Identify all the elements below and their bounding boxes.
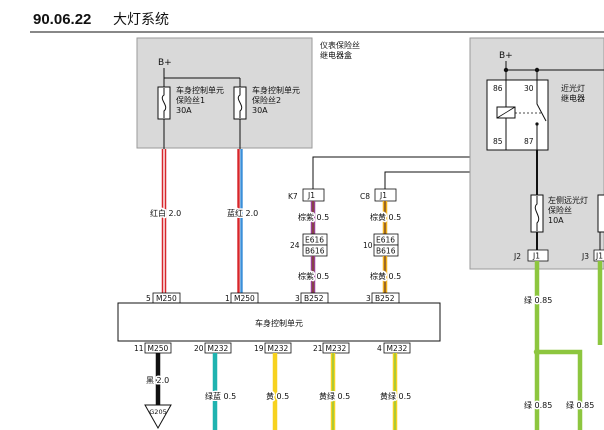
wire-label-k7-upper: 棕紫 0.5 [298,212,329,222]
j3-connector-id: J1 [595,252,603,261]
wire-label-k7-lower: 棕紫 0.5 [298,271,329,281]
junction-dot-relay-supply-left [503,67,509,73]
relay-coil [496,80,516,150]
fuse-2-label-line2: 保险丝2 [252,95,281,105]
bcm-out-1-pin: 11 [134,344,144,353]
wire-label-j2-lower: 绿 0.85 [524,401,552,410]
bcm-out-2-connector [204,342,232,354]
bcm-in-3-id: B252 [304,294,324,303]
fuse-2 [233,86,247,120]
bcm-out-3-pin: 19 [254,344,264,353]
wire-label-c8-lower: 棕黄 0.5 [370,271,401,281]
fuse-2-rating: 30A [252,106,268,115]
fuse-box-label-line2: 继电器盒 [320,50,352,60]
wire-label-out19: 黄 0.5 [266,391,289,401]
wire-blue-red [237,149,243,293]
section-title: 大灯系统 [113,12,169,28]
wire-label-out21: 黄绿 0.5 [319,391,350,401]
fuse-box-label-line1: 仪表保险丝 [320,40,360,50]
bcm-out-2-id: M232 [208,344,229,353]
j3-pin-label: J3 [581,252,589,261]
j2-pin-label: J2 [513,252,521,261]
bcm-out-4-pin: 21 [313,344,323,353]
wire-label-j2-upper: 绿 0.85 [524,296,552,305]
ground-id: G205 [149,408,166,416]
section-code: 90.06.22 [33,11,91,28]
relay-pin-30: 30 [524,84,534,93]
c8-pin-label: C8 [360,192,370,201]
bcm-in-1-pin: 5 [146,294,151,303]
ground-symbol [144,404,172,430]
inline1-top-id: E616 [305,236,324,245]
inline2-pin-label: 10 [363,241,373,250]
fuse-leads [163,119,241,149]
wire-label-out4: 黄绿 0.5 [380,391,411,401]
wire-label-blue-red: 蓝红 2.0 [227,208,258,218]
wire-label-c8-upper: 棕黄 0.5 [370,212,401,222]
body-control-module [117,302,441,342]
k7-pin-label: K7 [288,192,298,201]
fuse-3-label-line1: 左侧远光灯 [548,195,588,205]
j2-connector-id: J1 [532,252,540,261]
body-control-module-label: 车身控制单元 [255,318,303,328]
bcm-out-5-id: M232 [387,344,408,353]
relay-pin-87: 87 [524,137,534,146]
bcm-out-3-id: M232 [268,344,289,353]
left-high-beam-fuse [530,194,544,233]
junction-dot-relay-supply [534,67,540,73]
fuse-1-label-line2: 保险丝1 [176,95,205,105]
fuse-1-rating: 30A [176,106,192,115]
fuse-3-label-line2: 保险丝 [548,205,572,215]
fuse-3-rating: 10A [548,216,564,225]
battery-supply-label: B+ [158,58,172,68]
bcm-in-1-id: M250 [156,294,177,303]
relay-name-line1: 近光灯 [561,83,585,93]
relay-supply-label: B+ [499,51,513,61]
wire-label-out20: 绿蓝 0.5 [205,391,236,401]
bcm-out-3-connector [264,342,292,354]
fuse-2-label-line1: 车身控制单元 [252,85,300,95]
bcm-out-1-id: M250 [148,344,169,353]
bcm-out-2-pin: 20 [194,344,204,353]
bcm-out-4-connector [322,342,350,354]
fuse-1-label-line1: 车身控制单元 [176,85,224,95]
wire-label-red-white: 红白 2.0 [150,208,181,218]
k7-connector-id: J1 [307,191,315,200]
bcm-out-5-pin: 4 [377,344,382,353]
bcm-in-4-pin: 3 [366,294,371,303]
wire-label-branch-lower: 绿 0.85 [566,401,594,410]
relay-switch-contact [535,80,547,150]
bcm-in-2-id: M250 [234,294,255,303]
inline1-pin-label: 24 [290,241,300,250]
bcm-out-4-id: M232 [326,344,347,353]
bcm-in-2-pin: 1 [225,294,230,303]
inline2-bottom-id: B616 [376,247,396,256]
supply-bus [163,68,241,88]
bcm-in-4-id: B252 [375,294,395,303]
fuse-1 [157,86,171,120]
c8-connector-id: J1 [379,191,387,200]
junction-dot-green-splice [533,348,541,356]
relay-pin-86: 86 [493,84,503,93]
right-edge-fuse-partial [597,194,604,233]
bcm-in-3-pin: 3 [295,294,300,303]
wire-green-branch [537,349,583,430]
relay-pin-85: 85 [493,137,503,146]
inline1-bottom-id: B616 [305,247,325,256]
inline2-top-id: E616 [376,236,395,245]
relay-name-line2: 继电器 [561,93,585,103]
wire-label-ground: 黑 2.0 [146,376,169,385]
